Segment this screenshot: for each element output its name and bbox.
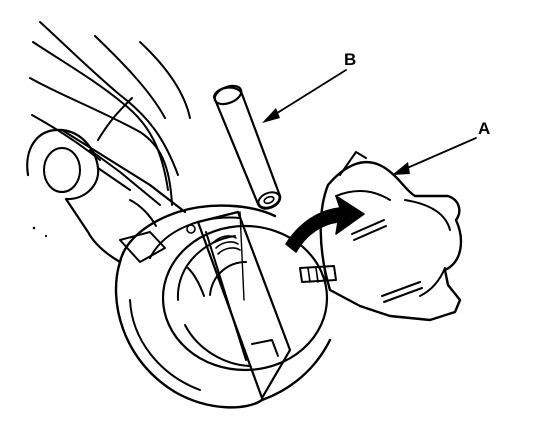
specks xyxy=(32,226,48,238)
key-strands xyxy=(29,21,191,206)
battery-b xyxy=(212,84,282,301)
cover-a xyxy=(319,151,463,322)
open-arrow xyxy=(285,195,365,253)
leader-lines xyxy=(262,69,477,175)
battery-compartment xyxy=(161,224,329,372)
callout-label-b: B xyxy=(344,50,357,69)
battery-plate xyxy=(186,210,292,400)
key-grip xyxy=(26,128,187,264)
callout-label-a: A xyxy=(478,119,491,138)
hinge xyxy=(299,265,337,283)
